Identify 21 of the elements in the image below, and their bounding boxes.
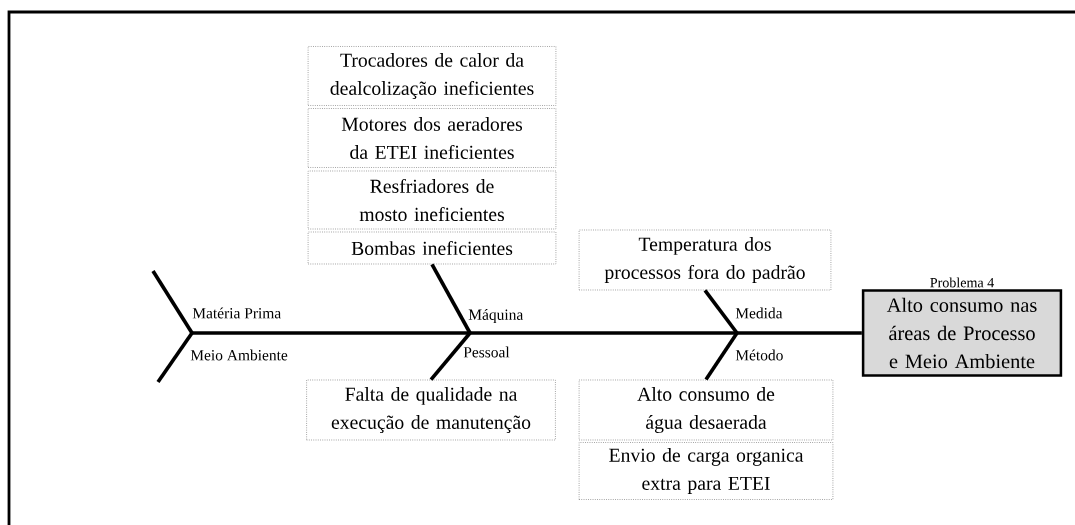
problem-box: Alto consumo nas áreas de Processo e Meio Ambiente [861,289,1063,377]
cause-box: Alto consumo de água desaerada [578,379,834,441]
category-label: Máquina [468,309,524,323]
problem-heading: Problema 4 [930,277,994,288]
spine-line [192,331,862,335]
category-label: Pessoal [463,346,510,358]
bone-line [704,332,739,381]
cause-box: Temperatura dos processos fora do padrão [578,229,832,291]
bone-line [429,331,472,381]
category-label: Método [735,349,783,361]
category-label: Meio Ambiente [190,349,288,361]
cause-box: Trocadores de calor da dealcolização ineficientes [307,46,557,106]
bone-line [703,289,739,335]
category-label: Medida [735,307,783,319]
cause-box: Falta de qualidade na execução de manutenção [306,379,556,441]
cause-box: Bombas ineficientes [307,231,557,265]
cause-box: Resfriadores de mosto ineficientes [307,170,557,230]
bone-line [430,263,472,334]
category-label: Matéria Prima [192,307,281,319]
cause-box: Motores dos aeradores da ETEI ineficientes [307,108,557,168]
cause-box: Envio de carga organica extra para ETEI [578,442,834,500]
